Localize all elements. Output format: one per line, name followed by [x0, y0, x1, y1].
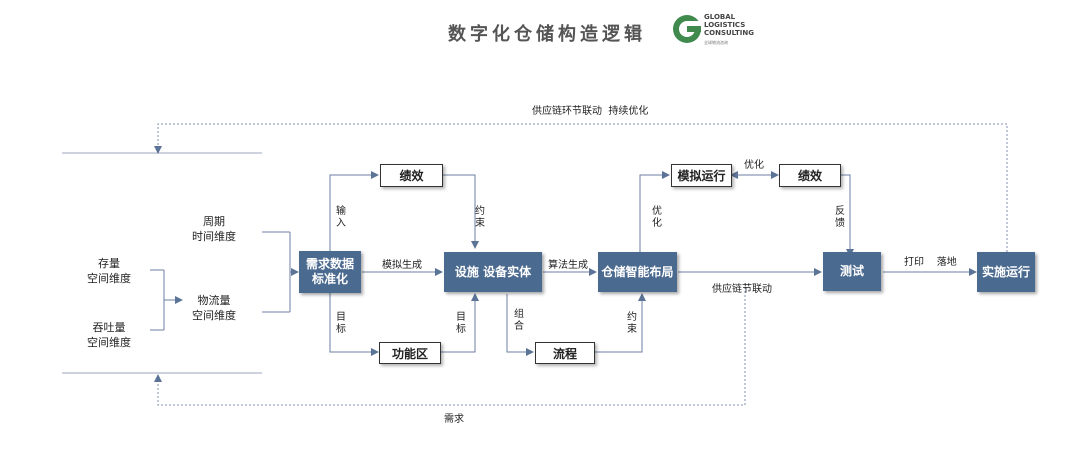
edge-label-goal-a: 目标 [336, 312, 346, 335]
implementation-node: 实施运行 [977, 252, 1035, 292]
logistics-line2: 空间维度 [192, 309, 236, 322]
demand-line1: 需求数据 [305, 257, 354, 271]
throughput-line1: 吞吐量 [92, 321, 126, 334]
company-logo [673, 15, 701, 43]
edge-label-constraint-a: 约束 [475, 206, 485, 229]
storage-dimension: 存量 空间维度 [84, 256, 134, 286]
edge-label-optimize-b: 优化 [744, 160, 764, 171]
storage-line1: 存量 [98, 257, 120, 270]
edge-label-constraint-b: 约束 [627, 312, 637, 335]
function-area-node: 功能区 [379, 342, 441, 364]
throughput-dimension: 吞吐量 空间维度 [84, 320, 134, 350]
performance-node-a: 绩效 [380, 164, 443, 187]
logo-line3: CONSULTING [704, 29, 754, 37]
logistics-line1: 物流量 [197, 294, 231, 307]
edge-label-algo-gen: 算法生成 [548, 260, 588, 271]
cycle-line1: 周期 [203, 215, 225, 228]
edge-label-optimize-a: 优化 [652, 206, 662, 229]
edge-label-feedback: 反馈 [835, 206, 845, 229]
edge-label-supply-link: 供应链节联动 [712, 284, 772, 295]
test-node: 测试 [823, 252, 881, 291]
process-node: 流程 [535, 342, 595, 364]
storage-line2: 空间维度 [87, 272, 131, 285]
throughput-line2: 空间维度 [87, 336, 131, 349]
page-title: 数字化仓储构造逻辑 [448, 24, 646, 45]
edge-label-print-land: 打印 落地 [904, 257, 957, 268]
edge-label-input: 输入 [336, 206, 346, 229]
simulation-node: 模拟运行 [671, 164, 732, 187]
logistics-dimension: 物流量 空间维度 [188, 293, 240, 323]
cycle-dimension: 周期 时间维度 [188, 214, 240, 244]
logo-subtitle: 全球物流咨询 [704, 40, 728, 45]
edge-label-simulate-gen: 模拟生成 [382, 260, 422, 271]
demand-standardization-node: 需求数据 标准化 [299, 251, 361, 293]
logo-line2: LOGISTICS [704, 21, 746, 29]
performance-node-b: 绩效 [779, 164, 841, 187]
facility-equipment-node: 设施 设备实体 [444, 252, 542, 292]
smart-layout-node: 仓储智能布局 [598, 252, 677, 292]
logo-line1: GLOBAL [704, 13, 736, 21]
cycle-line2: 时间维度 [192, 230, 236, 243]
edge-label-demand-loop: 需求 [444, 414, 464, 425]
demand-line2: 标准化 [311, 272, 348, 286]
edge-label-combine: 组合 [514, 309, 524, 332]
edge-label-top-loop: 供应链环节联动 持续优化 [532, 106, 649, 117]
edge-label-goal-b: 目标 [456, 312, 466, 335]
